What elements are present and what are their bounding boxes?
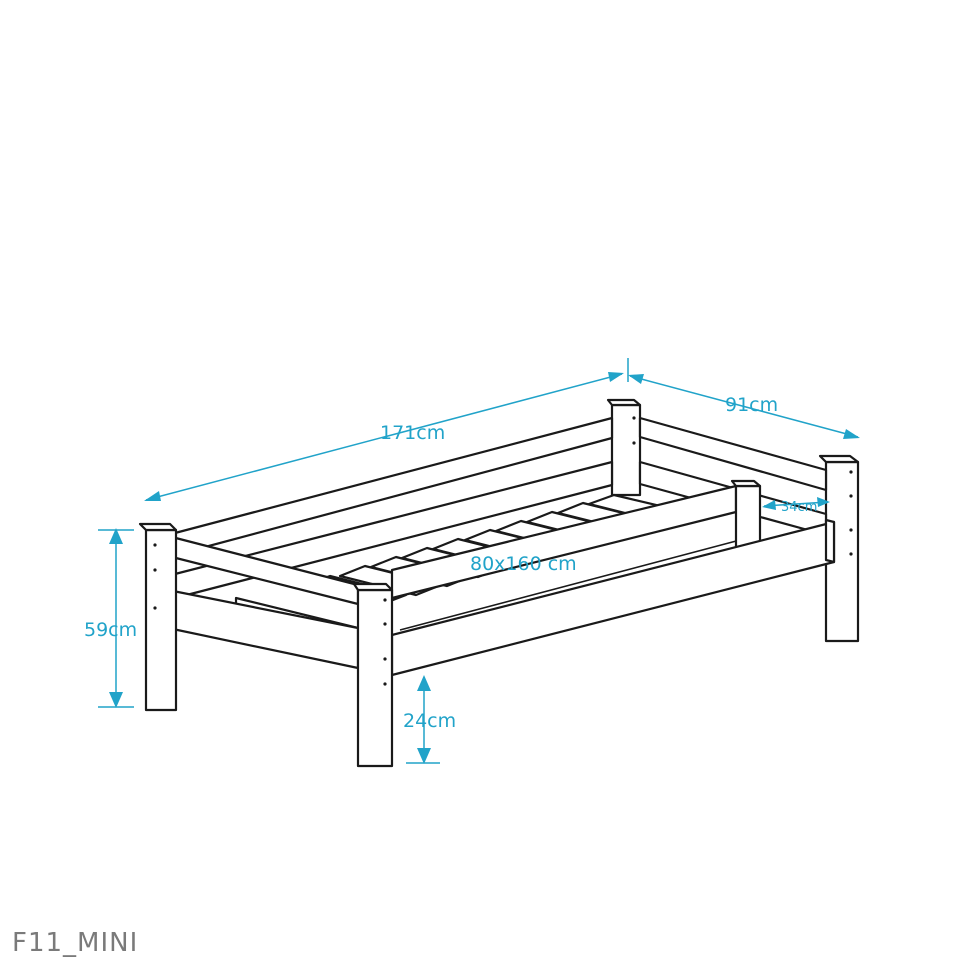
- front-right-post: [352, 582, 394, 768]
- front-left-post: [138, 522, 178, 712]
- mattress-label: 80x160 cm: [470, 553, 577, 575]
- model-code: F11_MINI: [12, 928, 138, 958]
- clearance-label: 24cm: [403, 710, 456, 732]
- width-label: 91cm: [725, 394, 778, 416]
- dimension-guard-opening: [762, 497, 830, 510]
- back-right-post: [818, 454, 860, 643]
- dimension-clearance: [406, 675, 440, 764]
- dimension-length: [144, 372, 624, 501]
- guard-opening-label: 34cm: [781, 500, 817, 515]
- length-label: 171cm: [380, 422, 445, 444]
- height-label: 59cm: [84, 619, 137, 641]
- dimension-height: [98, 528, 134, 708]
- dimension-width: [627, 358, 860, 439]
